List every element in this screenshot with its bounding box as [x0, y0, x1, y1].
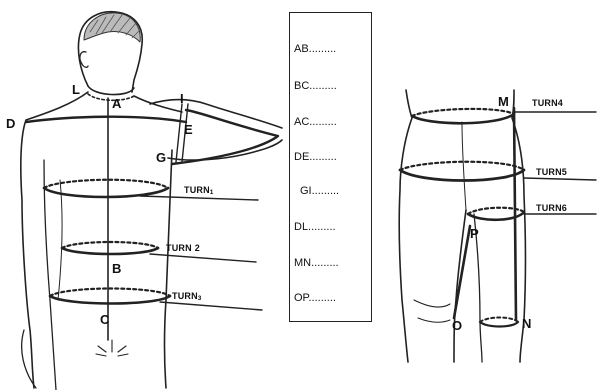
center-seam	[462, 122, 466, 210]
turn-label-6: TURN6	[536, 203, 567, 213]
point-label-B: B	[112, 261, 121, 276]
knee-band-front	[480, 322, 518, 327]
point-label-I: I	[180, 91, 184, 106]
legend-item-DE: DE.........	[294, 151, 337, 163]
legend-item-BC: BC.........	[294, 80, 337, 92]
torso-figure	[21, 12, 282, 390]
left-shoulder	[21, 92, 88, 388]
turn2-back-arc	[62, 242, 158, 248]
knee-band-back	[480, 318, 518, 323]
point-label-P: P	[470, 226, 479, 241]
arm-band	[176, 104, 182, 162]
left-knee-2	[418, 318, 450, 322]
turn-label-5: TURN5	[536, 167, 567, 177]
turn5-back-arc	[400, 162, 524, 170]
legend-item-AC: AC.........	[294, 116, 337, 128]
left-hip-outline	[399, 90, 412, 362]
point-label-M: M	[498, 94, 509, 109]
turn5-leader	[524, 178, 596, 180]
legend-item-OP: OP.........	[294, 292, 336, 304]
turn1-back-arc	[44, 180, 168, 188]
turn2-leader	[150, 254, 256, 262]
arm-top	[150, 100, 282, 129]
turn5-front-arc	[400, 170, 524, 181]
legend-item-GI: GI.........	[300, 185, 339, 197]
turn4-front-arc	[412, 114, 514, 123]
turn3-leader	[160, 302, 262, 310]
point-label-C: C	[100, 312, 110, 327]
right-shoulder	[134, 96, 182, 112]
point-label-O: O	[452, 318, 462, 333]
point-label-L: L	[72, 82, 80, 97]
point-label-D: D	[6, 116, 15, 131]
inner-left-arm	[44, 160, 56, 390]
legend-item-MN: MN.........	[294, 257, 339, 269]
legs-figure	[399, 90, 596, 362]
point-label-N: N	[522, 316, 531, 331]
point-label-G: G	[156, 150, 166, 165]
turn4-back-arc	[412, 109, 514, 116]
point-labels: L A I D E G B C M P O N	[6, 82, 531, 333]
crease-marks	[96, 340, 128, 356]
turn2-front-arc	[62, 248, 158, 254]
turn-label-4: TURN4	[532, 98, 563, 108]
turn3-front-arc	[50, 296, 170, 304]
line-DE	[26, 117, 186, 122]
legend-item-AB: AB.........	[294, 43, 336, 55]
turn-label-3: TURN3	[172, 291, 202, 302]
collar	[88, 86, 134, 95]
point-label-A: A	[112, 96, 122, 111]
line-MN	[514, 108, 516, 320]
left-knee	[414, 300, 450, 307]
back-detail	[58, 180, 62, 300]
legend-item-DL: DL.........	[294, 221, 336, 233]
turn3-back-arc	[50, 289, 170, 297]
measurement-legend: AB......... BC......... AC......... DE..…	[289, 12, 372, 322]
line-IG	[172, 110, 278, 164]
turn-label-1: TURN1	[184, 185, 214, 196]
point-label-E: E	[184, 122, 193, 137]
turn1-leader	[140, 196, 258, 200]
